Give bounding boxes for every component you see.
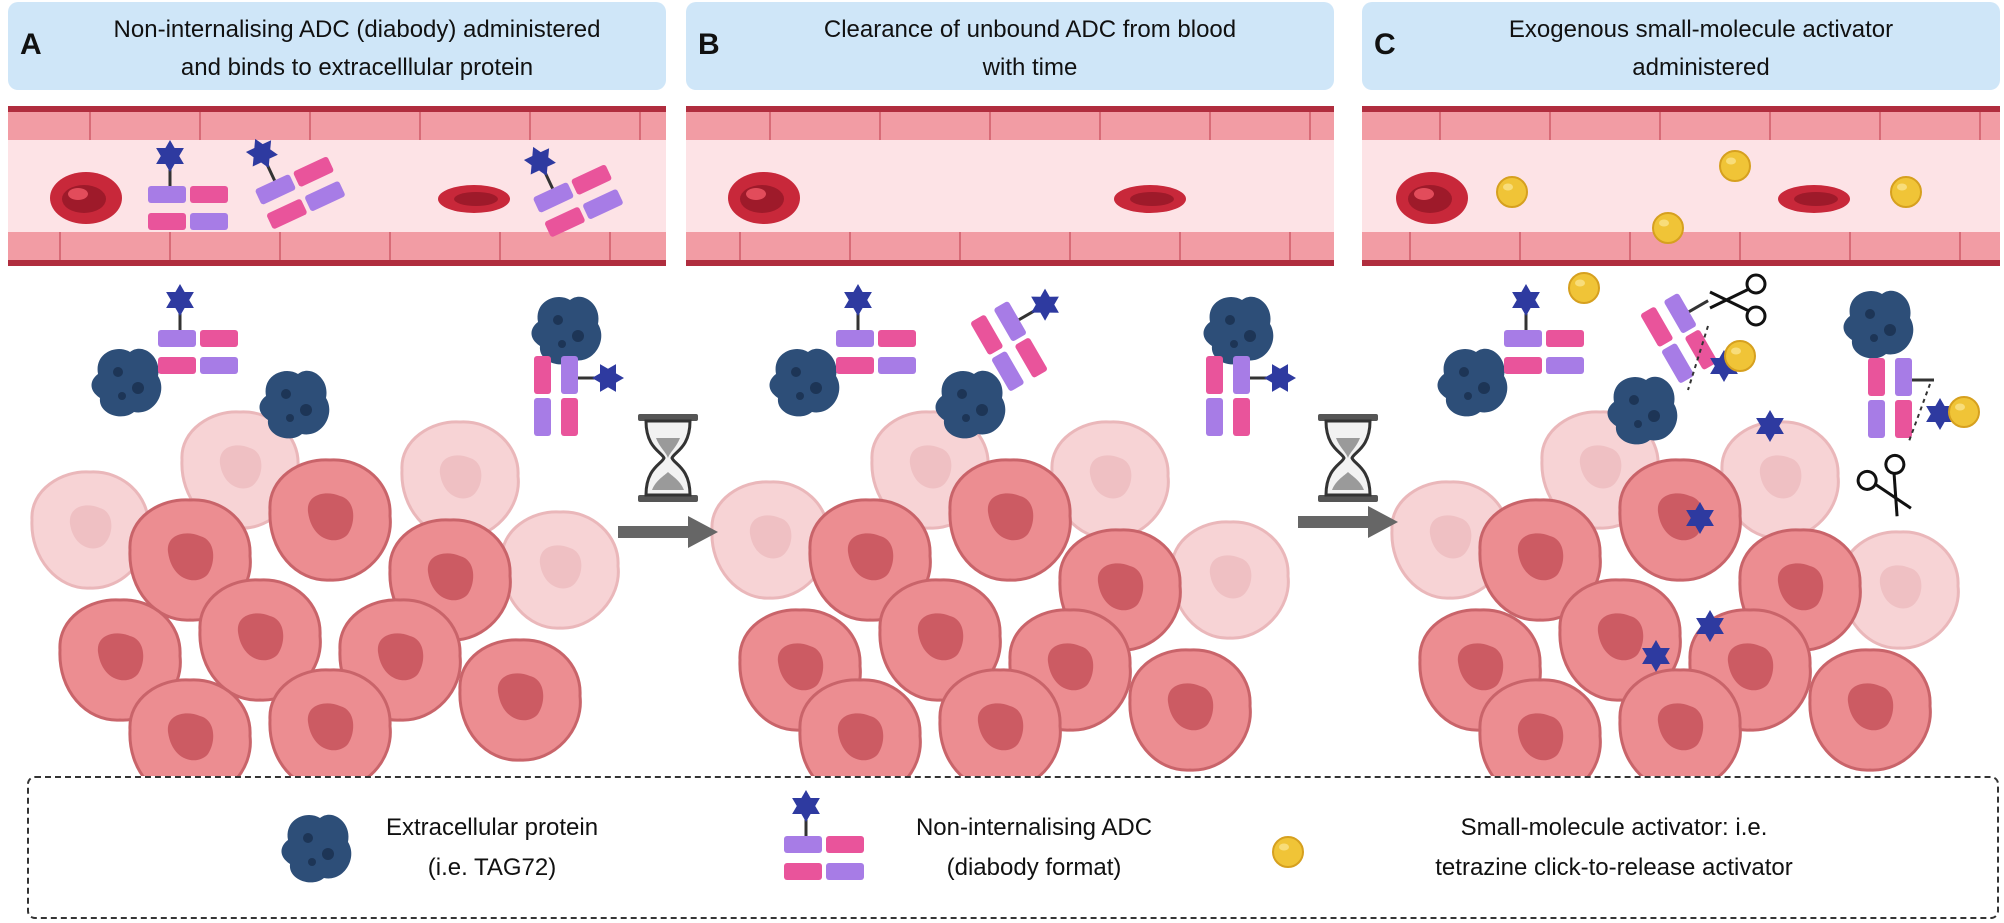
activator-sphere-icon <box>1496 176 1528 208</box>
panel-b-title-line1: Clearance of unbound ADC from blood <box>823 16 1237 43</box>
red-blood-cell-icon <box>1778 185 1850 213</box>
diabody-adc-icon <box>834 284 918 376</box>
panel-c-title-line1: Exogenous small-molecule activator <box>1508 16 1894 43</box>
activator-sphere-icon <box>1948 396 1980 428</box>
extracellular-protein-icon <box>531 296 602 365</box>
panel-a-title-line2: and binds to extracelllular protein <box>180 54 534 81</box>
hourglass-icon <box>1316 412 1380 504</box>
tumor-b <box>710 410 1290 802</box>
panel-a-letter: A <box>20 28 42 61</box>
red-blood-cell-icon <box>1396 172 1468 224</box>
legend-box <box>27 776 1999 919</box>
extracellular-protein-icon <box>769 348 840 417</box>
panel-b-letter: B <box>698 28 720 61</box>
legend-adc-line2: (diabody format) <box>946 854 1122 881</box>
extracellular-protein-icon <box>935 370 1006 439</box>
panel-a-title: Non-internalising ADC (diabody) administ… <box>68 11 646 87</box>
red-blood-cell-icon <box>728 172 800 224</box>
panel-c-title: Exogenous small-molecule activator admin… <box>1422 11 1980 87</box>
tumor-c <box>1390 410 1960 802</box>
red-blood-cell-icon <box>1114 185 1186 213</box>
diabody-adc-icon <box>156 284 240 376</box>
activator-sphere-icon <box>1652 212 1684 244</box>
extracellular-protein-icon <box>259 370 330 439</box>
arrow-right-icon <box>618 516 718 548</box>
activator-sphere-icon <box>1890 176 1922 208</box>
cleavage-line <box>1687 325 1709 391</box>
legend-activator-line1: Small-molecule activator: i.e. <box>1460 814 1768 841</box>
legend-adc-label: Non-internalising ADC (diabody format) <box>884 808 1184 888</box>
activator-sphere-icon <box>1724 340 1756 372</box>
panel-a-title-line1: Non-internalising ADC (diabody) administ… <box>113 16 601 43</box>
endothelial-lines <box>59 112 1981 260</box>
cleavage-line <box>1907 383 1931 445</box>
extracellular-protein-icon <box>1437 348 1508 417</box>
legend-protein-label: Extracellular protein (i.e. TAG72) <box>362 808 622 888</box>
diabody-adc-icon <box>1204 354 1296 438</box>
panel-c-letter: C <box>1374 28 1396 61</box>
extracellular-protein-icon <box>1607 376 1678 445</box>
tumor-a <box>30 410 620 802</box>
activator-sphere-icon <box>1719 150 1751 182</box>
panel-c-title-line2: administered <box>1632 54 1770 81</box>
legend-protein-line2: (i.e. TAG72) <box>427 854 557 881</box>
panel-c-header: C Exogenous small-molecule activator adm… <box>1362 2 2000 90</box>
diabody-adc-icon <box>1866 356 1936 440</box>
activator-sphere-icon <box>1568 272 1600 304</box>
panel-a-header: A Non-internalising ADC (diabody) admini… <box>8 2 666 90</box>
legend-adc-line1: Non-internalising ADC <box>915 814 1153 841</box>
red-blood-cell-icon <box>438 185 510 213</box>
extracellular-protein-icon <box>1203 296 1274 365</box>
scissors-icon <box>1708 273 1767 327</box>
legend-activator-label: Small-molecule activator: i.e. tetrazine… <box>1334 808 1894 888</box>
scissors-icon <box>1853 450 1928 527</box>
extracellular-protein-icon <box>1843 290 1914 359</box>
panel-b-title: Clearance of unbound ADC from blood with… <box>746 11 1314 87</box>
extracellular-protein-icon <box>91 348 162 417</box>
panel-b-title-line2: with time <box>982 54 1078 81</box>
arrow-right-icon <box>1298 506 1398 538</box>
diabody-adc-icon <box>532 354 624 438</box>
panel-b-header: B Clearance of unbound ADC from blood wi… <box>686 2 1334 90</box>
legend-activator-line2: tetrazine click-to-release activator <box>1435 854 1793 881</box>
hourglass-icon <box>636 412 700 504</box>
legend-protein-line1: Extracellular protein <box>385 814 599 841</box>
red-blood-cell-icon <box>50 172 122 224</box>
